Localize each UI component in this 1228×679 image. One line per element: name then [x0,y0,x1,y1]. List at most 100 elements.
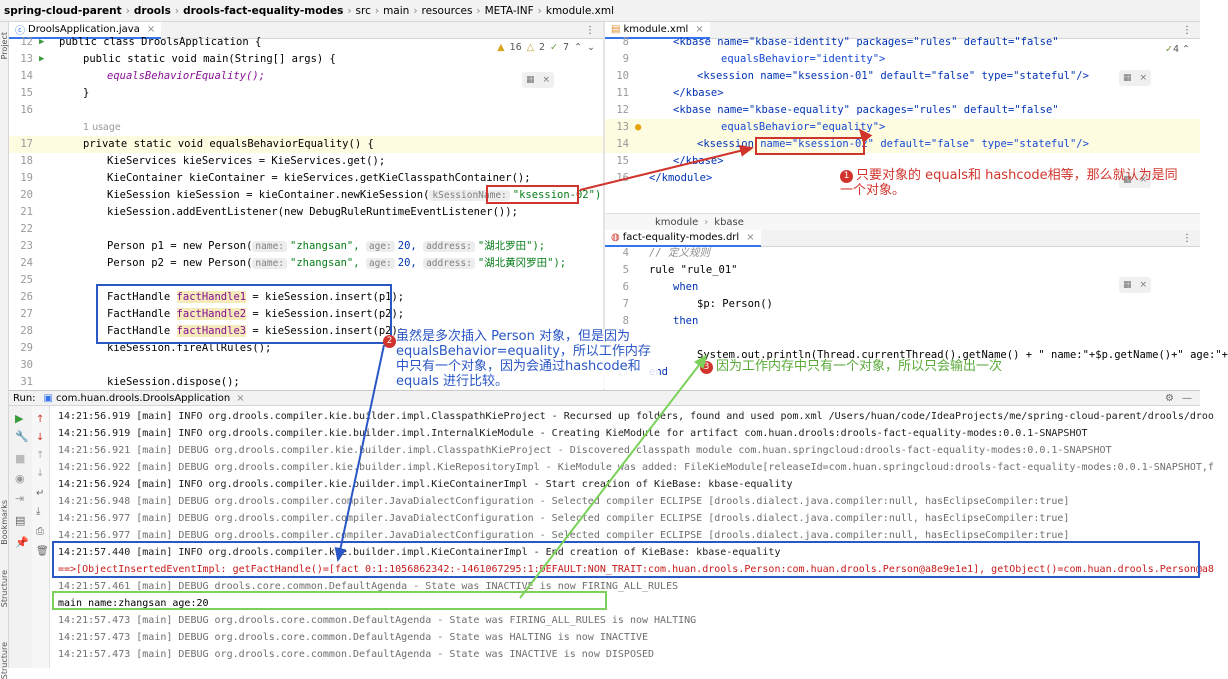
bookmarks-tool-tab[interactable]: Bookmarks [0,500,9,545]
breadcrumb-item[interactable]: resources [421,4,473,17]
down-arrow-icon[interactable]: ↓ [36,468,45,479]
line-number [9,119,39,136]
breadcrumb-item[interactable]: META-INF [484,4,534,17]
chevron-down-icon[interactable]: ⌄ [587,42,595,53]
code-line[interactable]: 4// 定义规则 [605,245,1200,262]
gear-icon[interactable]: ⚙ [1165,392,1174,404]
breadcrumb-item[interactable]: drools [133,4,171,17]
java-editor[interactable]: ▲16 △2 ✓7 ⌃⌄ ▦× 12▶public class DroolsAp… [9,36,608,391]
console-line: 14:21:56.921 [main] DEBUG org.drools.com… [58,445,1112,456]
close-icon[interactable]: × [236,392,245,404]
close-icon[interactable]: × [746,231,755,243]
crumb-kmodule[interactable]: kmodule [655,216,699,228]
code-token: = kieSession.insert(p2); [246,325,405,337]
breadcrumb-item[interactable]: main [383,4,410,17]
line-number: 14 [616,138,629,150]
code-line[interactable]: 30 [9,357,603,374]
stop-icon[interactable]: ■ [15,452,26,465]
rerun-icon[interactable]: ▶ [15,412,24,425]
code-line[interactable]: 13▶public static void main(String[] args… [9,51,603,68]
pin-icon[interactable]: 📌 [15,536,29,549]
up-arrow-icon[interactable]: ↑ [36,450,45,461]
tab-drl-file[interactable]: ◍ fact-equality-modes.drl × [605,229,761,247]
camera-icon[interactable]: ◉ [15,472,25,485]
chevron-up-icon[interactable]: ⌃ [574,42,583,53]
project-tool-tab[interactable]: Project [0,32,9,60]
exit-icon[interactable]: ⇥ [15,492,25,505]
code-line[interactable]: 7$p: Person() [605,296,1200,313]
scroll-end-icon[interactable]: ⤓ [36,506,41,517]
down-arrow-red-icon[interactable]: ↓ [36,432,45,443]
line-number: 30 [20,359,33,371]
code-line[interactable]: 10<ksession name="ksession-01" default="… [605,68,1200,85]
close-icon[interactable]: × [695,23,704,35]
breadcrumb-item[interactable]: spring-cloud-parent [4,4,122,17]
minimize-icon[interactable]: — [1182,392,1192,404]
console-line: 14:21:56.977 [main] DEBUG org.drools.com… [58,513,1070,524]
tab-drools-application[interactable]: ⓒ DroolsApplication.java × [9,21,162,39]
code-line[interactable]: 10System.out.println(Thread.currentThrea… [605,347,1228,364]
close-icon[interactable]: × [1139,175,1148,185]
up-arrow-red-icon[interactable]: ↑ [36,414,45,425]
code-line[interactable]: 22 [9,221,603,238]
layout-icon[interactable]: ▤ [15,514,26,527]
print-icon[interactable]: ⎙ [36,526,44,537]
bulb-icon[interactable]: ● [635,121,642,133]
editor-splitter[interactable] [603,22,605,390]
inlay-popup[interactable]: ▦× [522,72,554,88]
run-config-tab[interactable]: com.huan.drools.DroolsApplication [56,392,231,404]
code-line[interactable]: 25 [9,272,603,289]
console-output[interactable]: 14:21:56.919 [main] INFO org.drools.comp… [50,406,1214,668]
inlay-popup[interactable]: ▦× [1119,70,1151,86]
code-line[interactable]: 12▶public class DroolsApplication { [9,34,603,51]
close-icon[interactable]: × [146,23,156,35]
code-line[interactable]: 9 [605,330,1200,347]
soft-wrap-icon[interactable]: ↵ [36,488,45,499]
code-line[interactable]: 1 usage [9,119,603,136]
menu-dots-icon[interactable]: ⋮ [585,24,595,36]
crumb-kbase[interactable]: kbase [714,216,744,228]
code-line[interactable]: 12<kbase name="kbase-equality" packages=… [605,102,1200,119]
breadcrumb-item[interactable]: kmodule.xml [545,4,614,17]
code-line[interactable]: 8<kbase name="kbase-identity" packages="… [605,34,1200,51]
inspection-widget[interactable]: ✓4 ⌃ [1165,44,1190,55]
inspection-widget[interactable]: ▲16 △2 ✓7 ⌃⌄ [497,42,595,53]
run-label: Run: [13,392,36,404]
breadcrumb-item[interactable]: src [355,4,371,17]
trash-icon[interactable]: 🗑 [36,546,49,557]
close-icon[interactable]: × [1139,73,1148,83]
code-line[interactable]: 15} [9,85,603,102]
code-line[interactable]: 13●equalsBehavior="equality"> [605,119,1200,136]
tab-kmodule-xml[interactable]: ▤ kmodule.xml × [605,21,710,39]
close-icon[interactable]: × [1139,280,1148,290]
code-line[interactable]: 14<ksession name="ksession-02" default="… [605,136,1200,153]
inlay-popup-2[interactable]: ▦× [1119,172,1151,188]
wrench-icon[interactable]: 🔧 [15,430,29,443]
menu-dots-icon[interactable]: ⋮ [1182,24,1192,36]
menu-dots-icon[interactable]: ⋮ [1182,232,1192,244]
breadcrumb-item[interactable]: drools-fact-equality-modes [183,4,344,17]
structure-tool-tab[interactable]: Structure [0,570,9,608]
code-line[interactable]: 16 [9,102,603,119]
close-icon[interactable]: × [542,75,551,85]
code-line[interactable]: 11</kbase> [605,85,1200,102]
structure-tool-tab-2[interactable]: Structure [0,642,9,679]
inlay-popup[interactable]: ▦× [1119,277,1151,293]
